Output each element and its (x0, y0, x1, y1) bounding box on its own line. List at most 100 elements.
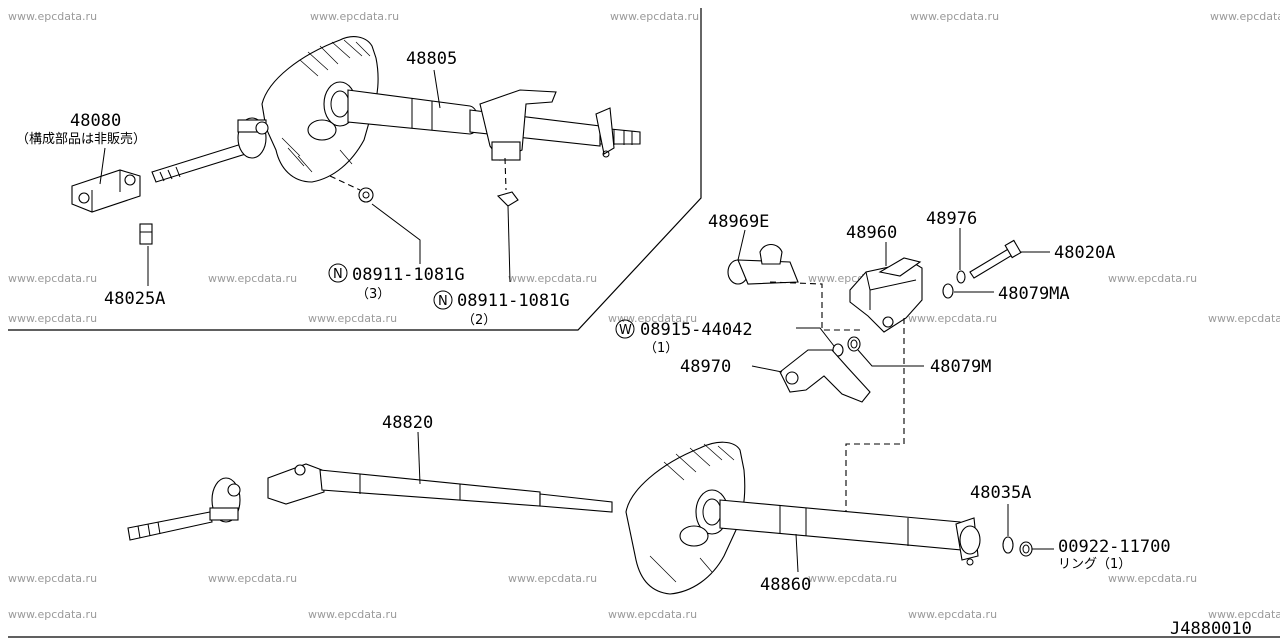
leader-lines (737, 228, 1050, 516)
label-08911-b-qty: （2） (462, 313, 496, 328)
leader-nut-2 (507, 205, 511, 283)
label-48079M: 48079M (930, 357, 991, 377)
part-48960-top (878, 257, 922, 277)
watermark: www.epcdata.ru (908, 608, 997, 621)
part-48960-hole (882, 316, 894, 328)
label-48860: 48860 (760, 575, 811, 595)
lower-bracket-hatch (649, 555, 713, 583)
label-48025A: 48025A (104, 289, 165, 309)
column-end-bolt (966, 558, 974, 566)
watermark: www.epcdata.ru (808, 572, 897, 585)
watermark: www.epcdata.ru (208, 272, 297, 285)
label-08911-a-qty: （3） (356, 287, 390, 302)
column-end-bolt (602, 150, 610, 158)
n-symbol: N (333, 267, 343, 282)
label-48970: 48970 (680, 357, 731, 377)
watermark: www.epcdata.ru (1208, 608, 1280, 621)
leader-48805 (433, 69, 441, 109)
section-border (8, 8, 702, 331)
label-48079MA: 48079MA (998, 284, 1070, 304)
label-48035A: 48035A (970, 483, 1031, 503)
steering-column-lower (625, 441, 981, 595)
shaft-spline (159, 171, 165, 182)
watermark: www.epcdata.ru (8, 608, 97, 621)
w-symbol-circle (615, 319, 635, 339)
label-00922-note: リング（1） (1058, 557, 1131, 572)
u-joint-bolt (124, 174, 136, 186)
nut-08911 (358, 187, 374, 203)
watermark: www.epcdata.ru (308, 608, 397, 621)
washer-hole (850, 339, 858, 349)
assembly-line (504, 157, 507, 191)
label-48080-note: （構成部品は非販売） (16, 131, 146, 147)
part-48035A (1002, 536, 1014, 554)
column-tube-48860 (719, 499, 963, 551)
lever-48970 (779, 349, 871, 403)
lower-u-joint (267, 463, 325, 505)
shaft-spline (147, 523, 151, 537)
leader-48080 (99, 147, 106, 185)
shaft-spline (175, 166, 181, 178)
watermark: www.epcdata.ru (8, 312, 97, 325)
n-symbol-circle (433, 290, 453, 310)
bracket-hatch (281, 137, 353, 173)
label-08911-a: 08911-1081G (352, 265, 465, 285)
label-48960: 48960 (846, 223, 897, 243)
shaft-48820-end (539, 493, 613, 513)
nuts (358, 187, 519, 207)
watermark: www.epcdata.ru (1108, 572, 1197, 585)
n-symbol-circle (328, 263, 348, 283)
watermark: www.epcdata.ru (508, 572, 597, 585)
bolt-48025A (139, 223, 153, 245)
watermark: www.epcdata.ru (208, 572, 297, 585)
label-48080: 48080 (70, 111, 121, 131)
nut-08911 (496, 191, 519, 207)
intermediate-shaft-lower (127, 463, 613, 541)
label-08915-qty: （1） (644, 341, 678, 356)
tilt-lever-group (727, 239, 1022, 403)
washer-48079MA (942, 283, 954, 299)
leader-48970 (751, 365, 783, 373)
clamp-plate (491, 141, 521, 161)
shaft-spline (137, 525, 141, 539)
steering-column-upper (261, 36, 641, 183)
assembly-line (845, 318, 905, 516)
watermark: www.epcdata.ru (8, 10, 97, 23)
lower-bracket (625, 441, 746, 595)
column-tube-end (959, 525, 981, 555)
u-joint-edge (91, 170, 121, 212)
bolt-48020A-head (1004, 239, 1022, 259)
lower-u-joint-cross (209, 507, 239, 521)
leader-nut-1 (371, 203, 421, 264)
intermediate-shaft-upper (71, 117, 269, 245)
label-08911-b: 08911-1081G (457, 291, 570, 311)
ring-00922 (1019, 541, 1033, 557)
watermark: www.epcdata.ru (1210, 10, 1280, 23)
leader-48820 (417, 431, 421, 485)
lower-u-joint-bolt (294, 464, 306, 476)
leader-08915 (796, 327, 835, 347)
leader-lines (99, 69, 511, 286)
u-joint-bolt (78, 192, 90, 204)
watermark: www.epcdata.ru (610, 10, 699, 23)
bolt-48020A (969, 247, 1015, 279)
watermark: www.epcdata.ru (508, 272, 597, 285)
lower-u-joint-bolt (227, 483, 241, 497)
label-48976: 48976 (926, 209, 977, 229)
label-08915: 08915-44042 (640, 320, 753, 340)
lower-column-ring (679, 525, 709, 547)
column-lower-ring (307, 119, 337, 141)
washer-48976 (956, 270, 966, 284)
label-48820: 48820 (382, 413, 433, 433)
watermark: www.epcdata.ru (8, 272, 97, 285)
diagram-code: J4880010 (1170, 619, 1252, 639)
leader-48969E (737, 229, 746, 261)
upper-shaft (151, 141, 253, 183)
label-48969E: 48969E (708, 212, 769, 232)
washer-48079M (847, 336, 861, 352)
nut-hole (362, 191, 370, 199)
watermark: www.epcdata.ru (608, 608, 697, 621)
label-00922: 00922-11700 (1058, 537, 1171, 557)
